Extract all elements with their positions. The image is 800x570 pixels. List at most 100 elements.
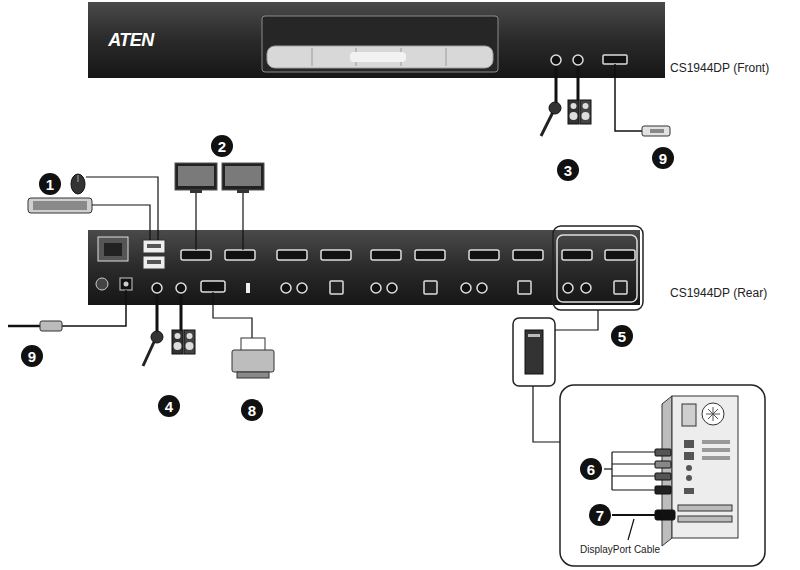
- front-audio-cables: [556, 66, 578, 104]
- port-group-bracket: [553, 226, 643, 310]
- lan-port-part: [98, 237, 128, 261]
- keyboard-icon: [28, 198, 92, 213]
- usb-b-ports-part: [518, 281, 531, 294]
- callout-number: 8: [241, 399, 263, 421]
- power-inputs-part: [96, 278, 108, 290]
- displayport-ports-part: [469, 250, 499, 260]
- rear-audio-cables-part: [156, 294, 159, 332]
- audio-jacks-part: [461, 283, 471, 293]
- computer-detail-frame: [560, 385, 765, 566]
- power-adapter-plug-part: [40, 321, 62, 331]
- computer-tower-part: [702, 440, 730, 444]
- rear-audio-cables: [157, 294, 181, 332]
- audio-jacks-part: [152, 283, 162, 293]
- speaker-icon-part: [175, 333, 181, 339]
- usb-device-icon: [642, 126, 670, 136]
- computer-cables-part: [612, 451, 655, 452]
- printer-icon-part: [232, 350, 274, 372]
- cable-plugs-part: [655, 473, 671, 480]
- printer-usb-port-part: [201, 281, 225, 292]
- computer-link-part: [555, 310, 598, 330]
- power-inputs-part: [120, 278, 132, 290]
- speaker-icon-part: [174, 342, 182, 350]
- power-adapter-plug: [40, 321, 62, 331]
- computer-thumbnail-part: [513, 318, 555, 386]
- computer-tower-part: [678, 505, 732, 511]
- mouse-icon: [71, 174, 85, 194]
- computer-tower: [662, 396, 738, 546]
- displayport-ports-part: [415, 250, 445, 260]
- front-panel-part: [312, 48, 313, 66]
- console-cables-part: [86, 177, 158, 240]
- mouse-icon-part: [78, 175, 79, 182]
- printer-icon: [232, 338, 274, 378]
- callout-number: 4: [158, 395, 180, 417]
- speaker-icon-part: [186, 342, 194, 350]
- speaker-icon: [172, 330, 195, 354]
- speaker-icon-part: [580, 100, 591, 124]
- usb-b-ports-part: [330, 281, 343, 294]
- front-ports-part: [573, 55, 583, 65]
- console-cables-part: [242, 192, 243, 250]
- computer-cables-part: [612, 475, 655, 476]
- monitor-icons: [175, 163, 264, 193]
- front-panel-part: [267, 46, 493, 68]
- front-panel-part: [446, 48, 447, 66]
- power-cable-part: [62, 290, 126, 326]
- usb-device-cable: [615, 64, 642, 131]
- monitor-icons-part: [190, 190, 202, 193]
- computer-cables-part: [611, 452, 612, 490]
- speaker-icon: [568, 100, 591, 124]
- printer-usb-port-part: [246, 283, 250, 293]
- displayport-ports: [181, 250, 635, 260]
- computer-tower-part: [662, 396, 672, 546]
- monitor-icons-part: [222, 163, 264, 190]
- front-ports: [551, 55, 627, 65]
- displayport-ports-part: [562, 250, 592, 260]
- callout-number: 6: [580, 458, 602, 480]
- cable-plugs-part: [655, 486, 671, 494]
- lan-port-part: [104, 243, 122, 256]
- computer-thumbnail-part: [525, 330, 543, 374]
- computer-cables: [604, 452, 655, 540]
- microphone-icon-part: [151, 331, 163, 343]
- front-audio-cables-part: [555, 66, 558, 104]
- computer-cables-part: [612, 489, 655, 490]
- callout-number: 2: [211, 135, 233, 157]
- computer-tower-part: [684, 452, 694, 460]
- cable-plugs-part: [655, 449, 671, 456]
- microphone-icon-part: [143, 342, 154, 366]
- rear-audio-cables-part: [180, 294, 183, 330]
- usb-b-ports-part: [424, 281, 437, 294]
- callout-number: 3: [557, 159, 579, 181]
- cable-plugs-part: [655, 461, 671, 468]
- keyboard-icon-part: [28, 198, 92, 213]
- computer-tower-part: [702, 403, 724, 425]
- front-audio-cables-part: [577, 66, 580, 100]
- callout-number: 7: [589, 504, 611, 526]
- microphone-icon: [541, 102, 561, 136]
- monitor-icons-part: [178, 166, 214, 186]
- callout-number: 9: [652, 147, 674, 169]
- computer-cables-part: [628, 519, 634, 540]
- brand-logo: ATEN: [108, 30, 154, 51]
- front-panel-part: [262, 16, 498, 72]
- port-group-bracket-part: [557, 235, 637, 302]
- displayport-ports-part: [605, 250, 635, 260]
- usb-device-cable-part: [615, 64, 642, 131]
- monitor-icons-part: [225, 166, 261, 186]
- displayport-ports-part: [321, 250, 351, 260]
- rear-panel-part: [88, 230, 640, 305]
- audio-jacks-part: [387, 283, 397, 293]
- computer-tower-part: [682, 404, 696, 426]
- callout-number: 9: [21, 345, 43, 367]
- computer-thumbnail: [513, 318, 555, 386]
- computer-tower-part: [684, 488, 694, 494]
- computer-tower-part: [686, 475, 692, 481]
- speaker-icon-part: [568, 100, 579, 124]
- displayport-ports-part: [181, 250, 211, 260]
- printer-icon-part: [237, 372, 269, 378]
- console-cables-part: [92, 205, 150, 240]
- console-usb-ports-part: [143, 256, 165, 269]
